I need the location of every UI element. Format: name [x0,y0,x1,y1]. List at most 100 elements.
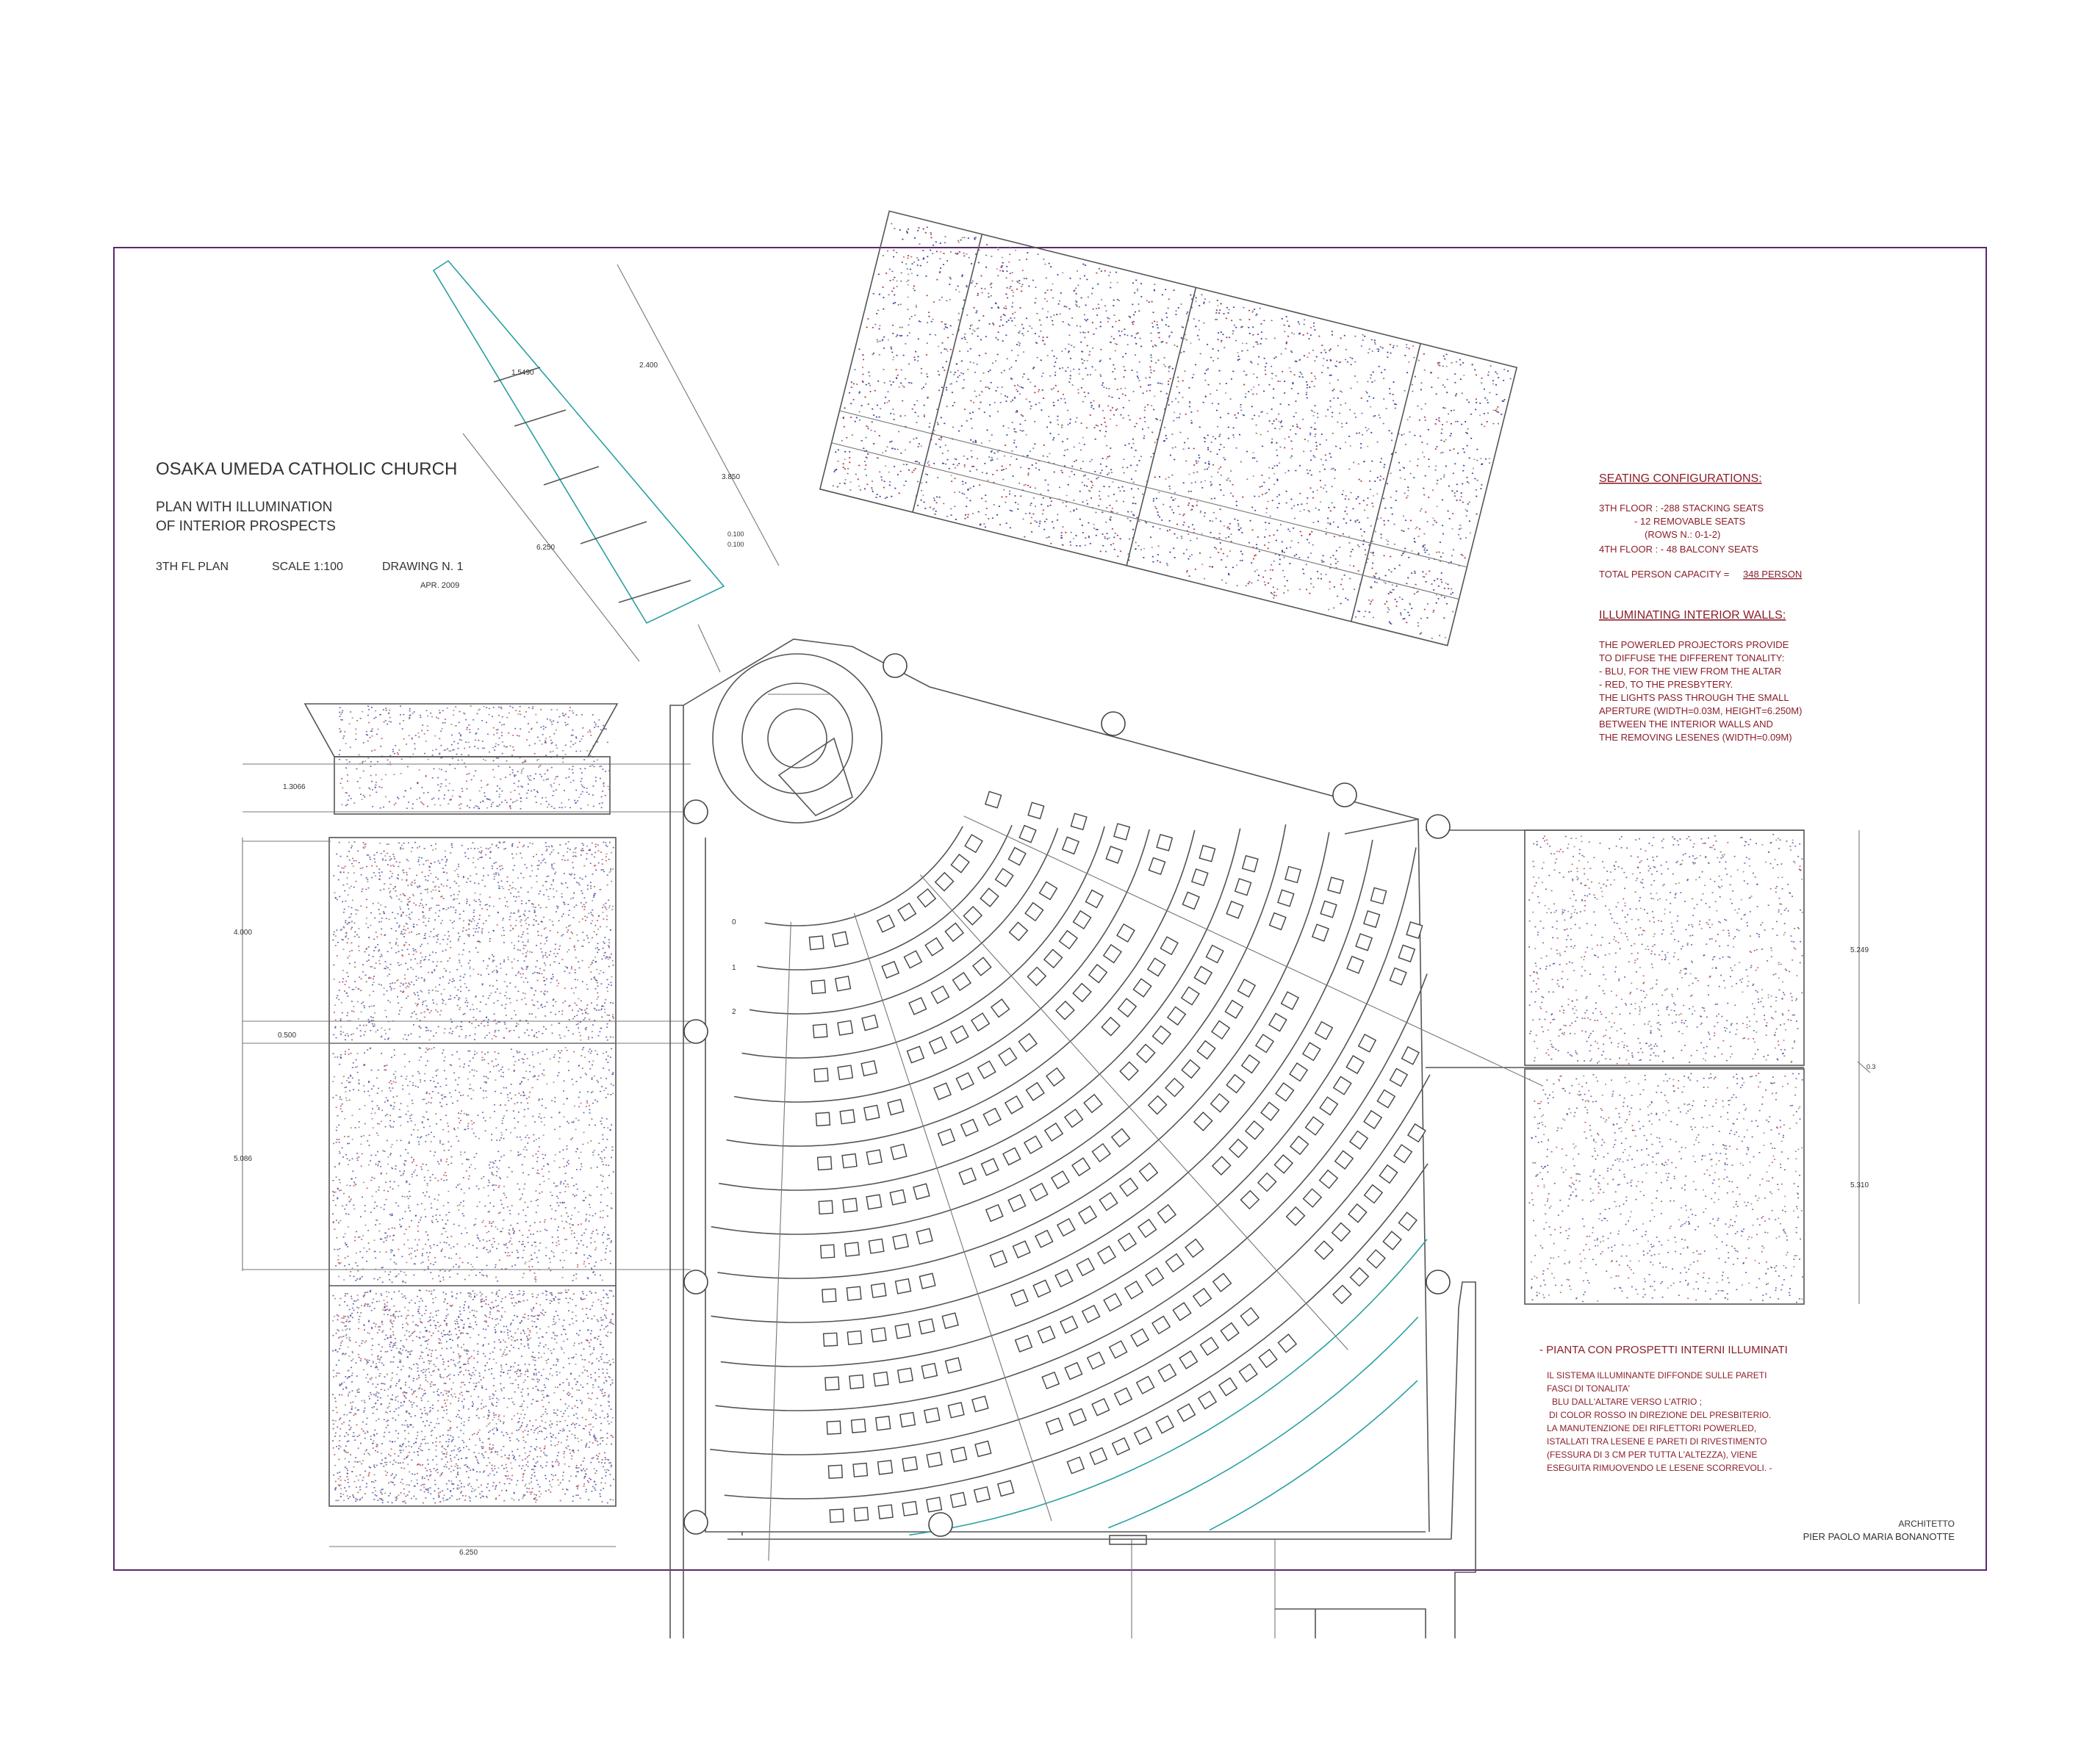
seat [1196,1040,1216,1060]
illumination-line: THE REMOVING LESENES (WIDTH=0.09M) [1599,732,1792,743]
seat [950,853,970,874]
seat [1138,1162,1159,1182]
seat [842,1198,858,1213]
seat [985,1203,1004,1223]
dim-label: 2.400 [639,361,658,370]
seat [944,922,965,943]
seat [1363,910,1381,929]
seat [1008,921,1029,942]
seat [1007,846,1027,866]
seat [1389,967,1407,986]
seat [899,1411,916,1428]
dim-label: 4.000 [234,929,252,937]
seat [861,1014,879,1032]
seating-line-4: 4TH FLOOR : - 48 BALCONY SEATS [1599,544,1758,555]
seat [1237,979,1257,998]
seat [1389,1068,1409,1087]
seat [1285,1206,1306,1226]
seat [980,1157,999,1176]
seat [1197,1390,1218,1410]
seat [1111,1437,1131,1456]
seat [908,996,927,1015]
seat [1023,1135,1043,1154]
seat [1275,1082,1295,1102]
seat [1218,1377,1238,1397]
seat [1043,1122,1064,1142]
seat [1241,854,1259,873]
column [683,1510,708,1535]
seat [1379,1164,1398,1184]
column [683,799,708,824]
stair-detail [432,259,780,673]
seat [1398,944,1416,962]
seat [1083,1093,1103,1114]
dim-label: 3.850 [722,473,740,481]
seat [824,1376,840,1391]
seat [977,1060,996,1079]
seating-heading: SEATING CONFIGURATIONS: [1599,472,1762,485]
structural-columns [683,653,1451,1537]
seating-line-2: - 12 REMOVABLE SEATS [1634,516,1746,527]
seat [887,1098,905,1116]
seat [834,975,852,992]
seat [1068,1408,1088,1426]
seat [1301,1042,1321,1062]
seat [889,1189,907,1206]
seat [1238,1363,1258,1383]
seat [1345,1055,1365,1075]
seat [877,1460,894,1475]
seat [1002,1147,1021,1166]
seat [1376,1089,1396,1109]
seat [1060,1315,1079,1334]
seat [1058,929,1078,950]
seat [974,1440,992,1458]
seat [1130,1328,1150,1347]
nave-plan [669,638,1476,1638]
seat [1327,876,1345,894]
seat [1211,1156,1232,1176]
seat [928,1036,948,1055]
seat [1185,1238,1204,1259]
seat [916,888,937,908]
italian-line: BLU DALL'ALTARE VERSO L'ATRIO ; [1552,1397,1702,1407]
seat [866,1194,883,1210]
seat [1199,1336,1220,1356]
seat [1289,1135,1309,1156]
seat [1320,900,1337,918]
italian-note: - PIANTA CON PROSPETTI INTERNI ILLUMINAT… [1539,1344,1788,1473]
illumination-line: BETWEEN THE INTERIOR WALLS AND [1599,719,1773,730]
seat [949,1025,969,1044]
seat [877,1504,894,1519]
seat [921,1362,938,1379]
seat [903,950,923,969]
seat [1118,1177,1139,1198]
seat [1180,986,1200,1006]
seat [1151,1315,1171,1335]
seat [1132,978,1152,998]
seat [1165,1253,1185,1273]
dim-label: 5.086 [234,1155,252,1163]
radial-aisle [768,921,791,1561]
column [928,1512,953,1537]
seat [846,1286,862,1301]
seating-row-arc [909,1239,1428,1536]
seat [1334,1150,1354,1170]
seat [1089,1447,1108,1466]
seat [1108,1340,1128,1359]
seat [985,791,1002,809]
dimension-labels: 2.400 3.850 6.250 1.5490 0.100 0.100 1.3… [234,361,1876,1557]
seat [944,1357,963,1374]
seating-row-arc [1107,1317,1419,1529]
seat [1116,923,1135,943]
seating-line-1: 3TH FLOOR : -288 STACKING SEATS [1599,503,1764,514]
seat [1240,1189,1260,1210]
seat [896,1367,914,1383]
seat [826,1420,841,1435]
seat [980,888,999,907]
seating-row-arc [764,826,963,926]
row-number: 0 [732,918,736,926]
seat [822,1288,837,1303]
column [883,653,908,678]
stipple-field [338,705,611,810]
